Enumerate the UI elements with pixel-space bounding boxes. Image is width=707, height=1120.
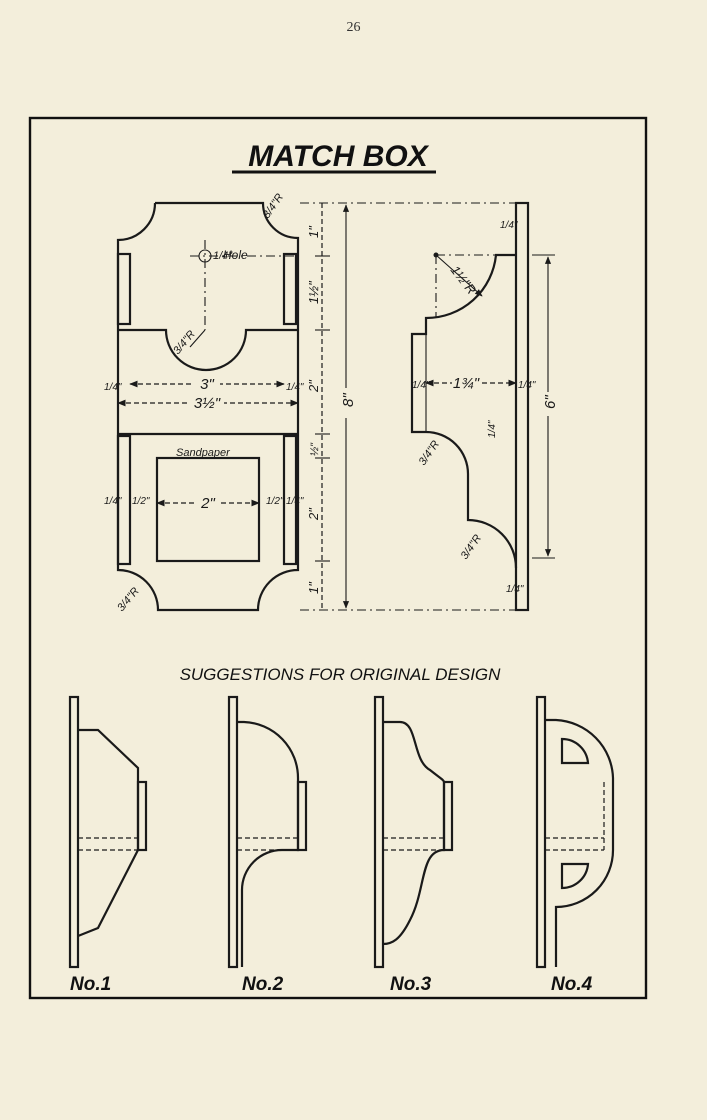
side-dim-quarter-bottom: 1/4" — [506, 584, 524, 595]
side-dim-quarter-mid: 1/4" — [487, 420, 498, 438]
design-no-4: No.4 — [535, 695, 615, 995]
dim-quarter-right-2: 1/4" — [286, 496, 304, 507]
design-no-3: No.3 — [373, 695, 454, 995]
side-radius-small-2: 3/4"R — [459, 533, 484, 562]
dim-sandpaper-2in: 2" — [200, 495, 215, 512]
design-label-1: No.1 — [70, 974, 111, 995]
suggestions-subtitle: SUGGESTIONS FOR ORIGINAL DESIGN — [180, 665, 502, 684]
dim-overall-8in: 8" — [340, 393, 357, 407]
side-view: 1½"R 1¾" 1/4" 1/4" 1/4" 1/4" 1/4" 3/4"R … — [410, 201, 559, 612]
page-number: 26 — [346, 20, 361, 35]
hole-label: Hole — [223, 248, 248, 262]
dim-side-2: 1½" — [306, 280, 321, 304]
dim-side-6: 1" — [306, 581, 321, 594]
corner-radius-label: 3/4"R — [261, 192, 286, 221]
sandpaper-patch — [155, 456, 261, 563]
dim-quarter-left: 1/4" — [104, 382, 122, 393]
dim-3-half-in: 3½" — [194, 395, 221, 412]
dim-quarter-left-2: 1/4" — [104, 496, 122, 507]
side-dim-depth: 1¾" — [453, 375, 480, 392]
cutout-bottom — [560, 862, 590, 890]
dim-side-5: 2" — [306, 507, 321, 521]
side-dim-quarter-right: 1/4" — [518, 380, 536, 391]
design-label-3: No.3 — [390, 974, 432, 995]
dim-3in: 3" — [200, 376, 214, 393]
side-dim-6in: 6" — [542, 395, 559, 409]
side-dim-quarter-top: 1/4" — [500, 220, 518, 231]
dim-side-1: 1" — [306, 225, 321, 238]
plate-border — [28, 116, 648, 1000]
side-radius-large: 1½"R — [448, 263, 480, 298]
dim-quarter-right: 1/4" — [286, 382, 304, 393]
bottom-radius-label: 3/4"R — [115, 585, 142, 614]
design-no-2: No.2 — [227, 695, 308, 995]
side-dim-quarter-left: 1/4" — [412, 380, 430, 391]
hole-size: 1/4" — [213, 250, 233, 262]
dim-side-3: 2" — [306, 379, 321, 393]
dim-half-left: 1/2" — [132, 496, 150, 507]
design-label-4: No.4 — [551, 974, 593, 995]
design-no-1: No.1 — [68, 695, 148, 995]
design-label-2: No.2 — [242, 974, 284, 995]
side-radius-small-1: 3/4"R — [417, 439, 442, 468]
dim-side-4: ½" — [309, 442, 321, 456]
cutout-top — [560, 737, 590, 765]
sandpaper-label: Sandpaper — [176, 447, 231, 459]
drawing-title: MATCH BOX — [248, 140, 429, 173]
dim-half-right: 1/2" — [266, 496, 284, 507]
